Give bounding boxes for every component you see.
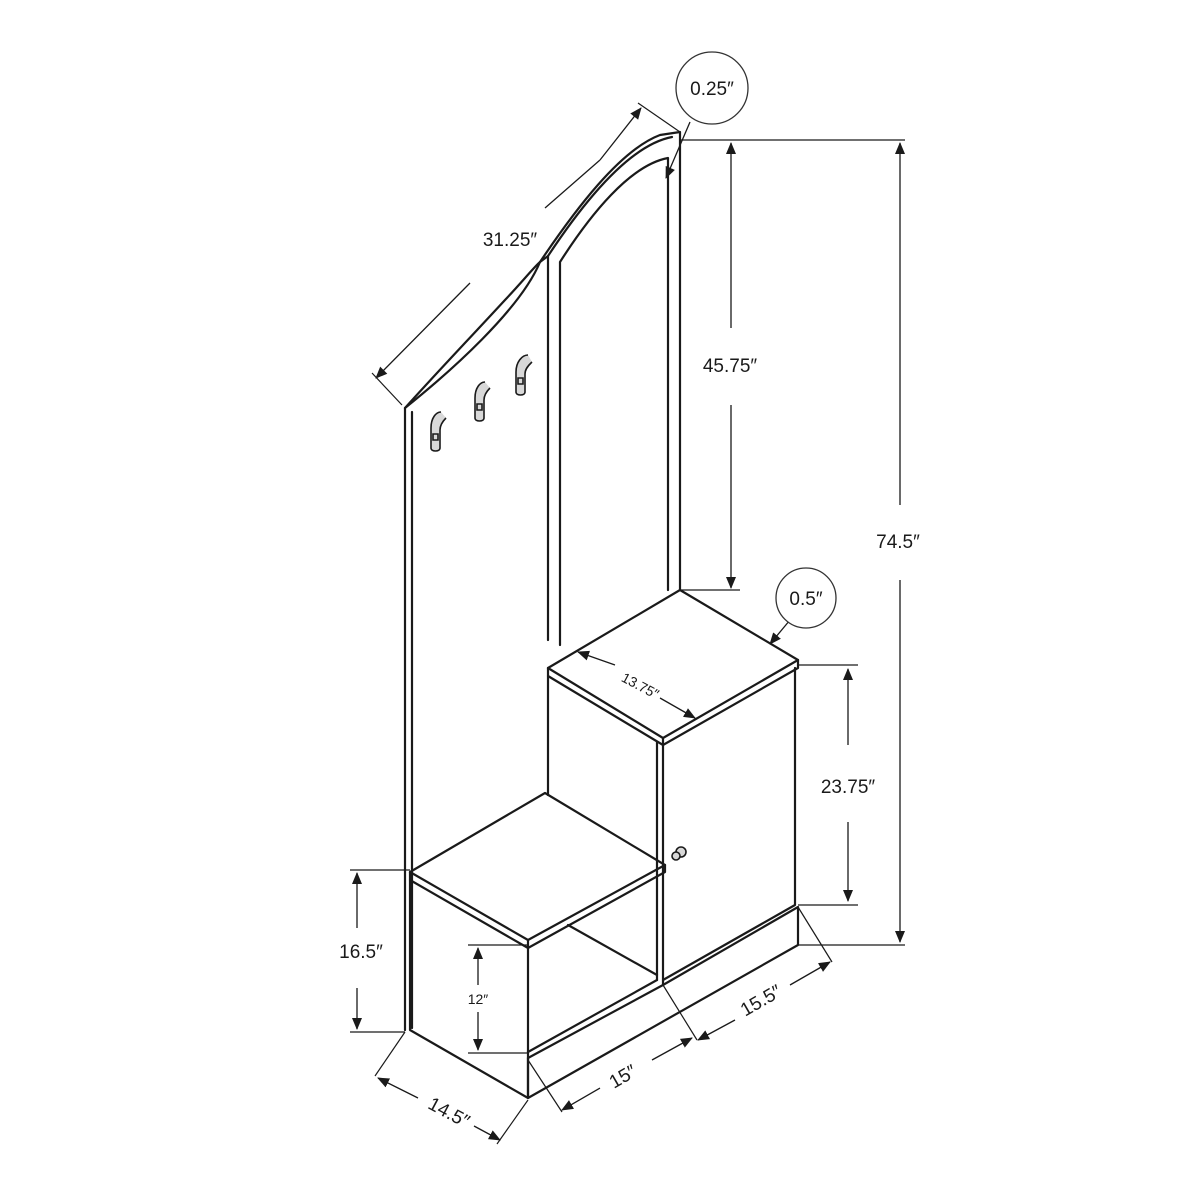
cabinet-width-label: 15.5″ — [737, 981, 786, 1021]
furniture-outline — [403, 130, 800, 1100]
back-panel — [403, 254, 550, 1032]
bench-seat-edge — [408, 863, 667, 950]
extension-line — [662, 984, 698, 1041]
dimension-lines — [350, 102, 905, 1145]
dimension-line — [544, 159, 601, 209]
bench-opening-height-label: 12″ — [468, 991, 489, 1007]
door-knob — [671, 846, 687, 861]
extension-line — [637, 102, 681, 133]
mirror-glass — [558, 156, 670, 647]
bench-inner-back — [566, 923, 659, 977]
top-thickness-label: 0.25″ — [690, 79, 734, 100]
coat-hooks — [430, 354, 533, 452]
cabinet-top-width-label: 13.75″ — [619, 669, 662, 702]
dimension-arrow — [561, 1087, 601, 1111]
shelf-thickness-label: 0.5″ — [789, 589, 822, 610]
extension-line — [374, 1031, 406, 1077]
dimension-arrow — [377, 1077, 419, 1099]
dimension-arrow — [659, 697, 696, 719]
coat-hook-icon — [430, 411, 447, 452]
dimension-arrow — [473, 1125, 501, 1141]
bench-depth-label: 14.5″ — [424, 1094, 473, 1133]
callout-leader — [769, 619, 791, 645]
top-arc-length-label: 31.25″ — [483, 230, 538, 251]
bench-height-label: 16.5″ — [339, 942, 383, 963]
extension-line — [496, 1099, 529, 1145]
coat-hook-icon — [515, 354, 533, 396]
back-panel-top-curve — [403, 260, 542, 410]
callout-shelf-thickness: 0.5″ — [775, 567, 837, 629]
cabinet-height-label: 23.75″ — [821, 777, 876, 798]
total-height-label: 74.5″ — [876, 532, 920, 553]
extension-line — [797, 906, 833, 963]
dimension-arrow — [577, 650, 616, 666]
bench-seat — [408, 791, 667, 942]
cabinet-top-edge — [546, 658, 800, 747]
dimension-arrow — [789, 961, 831, 986]
dimension-arrow — [599, 107, 642, 161]
callout-top-thickness: 0.25″ — [675, 51, 749, 125]
cabinet-door — [661, 666, 797, 982]
mirror-frame-outer — [546, 135, 674, 258]
cabinet-top — [546, 588, 800, 740]
dimension-arrow — [697, 1019, 736, 1041]
bench-base-rail — [526, 978, 665, 1060]
bench-width-label: 15″ — [606, 1061, 641, 1093]
dimension-arrow — [651, 1037, 693, 1061]
mirror-frame — [538, 130, 682, 592]
bench-left-side — [408, 878, 530, 1100]
coat-hook-icon — [474, 381, 491, 422]
callout-leader — [665, 121, 691, 179]
dimension-arrow — [375, 282, 471, 379]
mirror-height-label: 45.75″ — [703, 356, 758, 377]
extension-line — [527, 1059, 563, 1113]
